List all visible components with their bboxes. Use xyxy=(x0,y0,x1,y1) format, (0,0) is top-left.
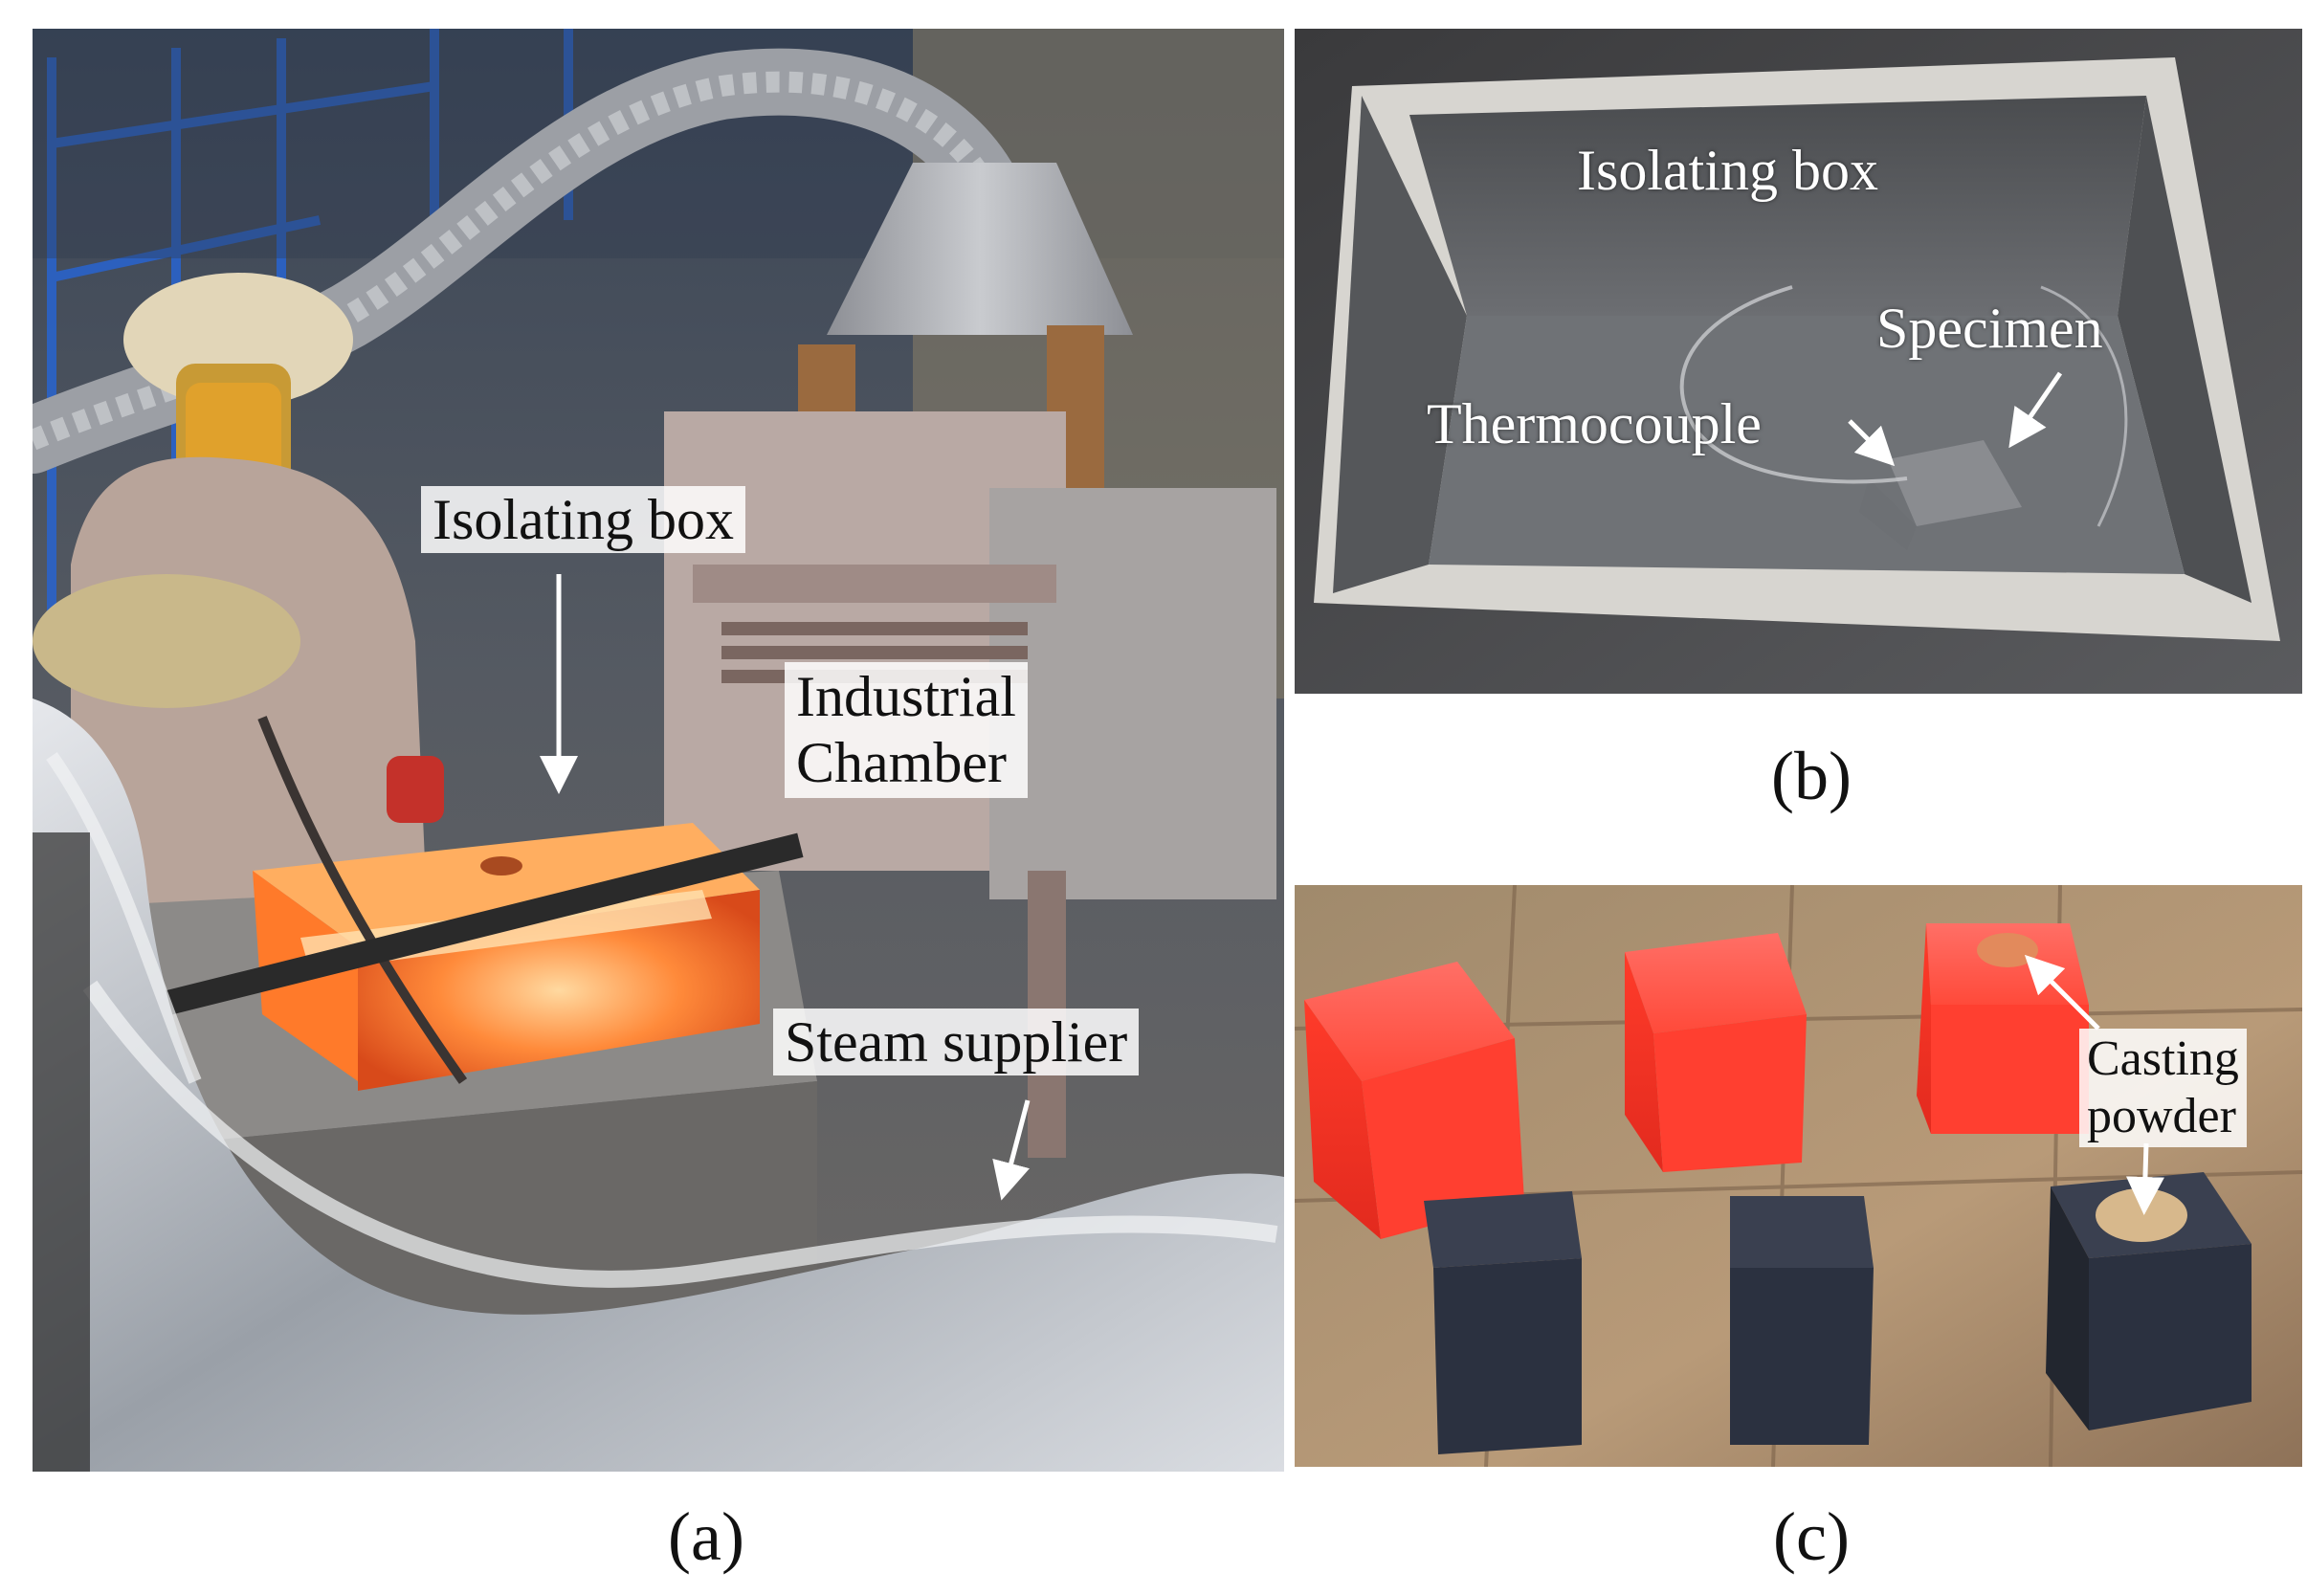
cooled-block-1 xyxy=(1424,1191,1582,1454)
label-thermocouple: Thermocouple xyxy=(1427,392,1762,455)
label-casting-powder: Casting powder xyxy=(2079,1029,2247,1147)
label-steam-supplier: Steam supplier xyxy=(773,1009,1140,1075)
isolating-box-photo xyxy=(1295,29,2302,694)
specimen-blocks-photo xyxy=(1295,885,2302,1467)
cooled-block-3 xyxy=(2046,1172,2252,1430)
label-casting-powder-line1: Casting xyxy=(2087,1031,2239,1086)
caption-c: (c) xyxy=(1773,1498,1850,1575)
label-isolating-box-b: Isolating box xyxy=(1577,139,1878,202)
hot-block-1 xyxy=(1304,962,1524,1239)
hot-block-2 xyxy=(1625,933,1807,1172)
photo-panel-c: Casting powder xyxy=(1295,885,2302,1467)
cooled-block-2 xyxy=(1730,1196,1874,1445)
caption-a: (a) xyxy=(668,1498,744,1575)
industrial-chamber-photo xyxy=(33,29,1284,1472)
label-casting-powder-line2: powder xyxy=(2087,1088,2236,1143)
label-industrial-chamber-line2: Chamber xyxy=(796,731,1007,794)
label-industrial-chamber-line1: Industrial xyxy=(796,665,1016,728)
photo-panel-a: Isolating box Industrial Chamber Steam s… xyxy=(33,29,1284,1472)
label-specimen: Specimen xyxy=(1876,297,2103,360)
label-industrial-chamber: Industrial Chamber xyxy=(785,662,1028,798)
photo-panel-b: Isolating box Specimen Thermocouple xyxy=(1295,29,2302,694)
caption-b: (b) xyxy=(1771,738,1852,814)
label-isolating-box-a: Isolating box xyxy=(421,486,745,553)
hot-block-3 xyxy=(1917,923,2089,1134)
